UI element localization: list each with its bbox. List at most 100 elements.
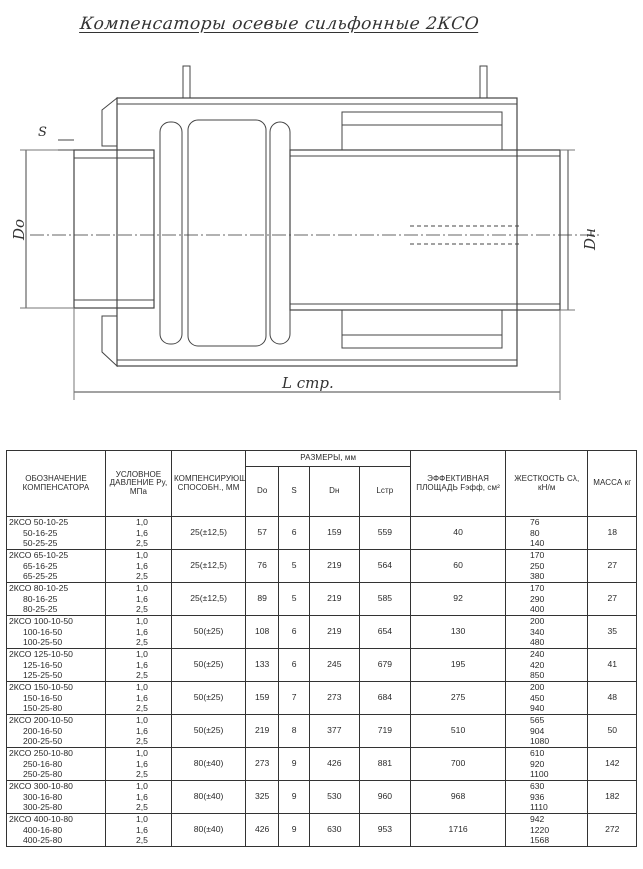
cell-stiffness-line: 904 bbox=[530, 725, 545, 736]
cell-pressure-line: 2,5 bbox=[135, 538, 148, 549]
cell-lstr: 679 bbox=[358, 648, 412, 682]
cell-pressure-line: 1,0 bbox=[135, 781, 148, 792]
cell-stiffness-line: 480 bbox=[530, 637, 545, 648]
cell-s: 5 bbox=[278, 582, 311, 616]
cell-do: 325 bbox=[245, 780, 280, 814]
cell-designation-line: 2КСО 65-10-25 bbox=[9, 550, 69, 561]
cell-mass: 182 bbox=[587, 780, 637, 814]
cell-pressure-line: 1,6 bbox=[135, 824, 148, 835]
cell-do: 108 bbox=[245, 615, 280, 649]
cell-s: 9 bbox=[278, 780, 311, 814]
cell-designation-line: 100-16-50 bbox=[23, 626, 63, 637]
cell-area: 92 bbox=[410, 582, 506, 616]
cell-stiffness-line: 170 bbox=[530, 583, 545, 594]
header-s: S bbox=[278, 466, 311, 517]
cell-designation-line: 2КСО 100-10-50 bbox=[9, 616, 73, 627]
label-s: S bbox=[38, 125, 47, 140]
cell-pressure-line: 2,5 bbox=[135, 835, 148, 846]
cell-stiffness-line: 170 bbox=[530, 550, 545, 561]
cell-stiffness-line: 940 bbox=[530, 703, 545, 714]
cell-mass: 142 bbox=[587, 747, 637, 781]
cell-s: 8 bbox=[278, 714, 311, 748]
cell-designation-line: 250-25-80 bbox=[23, 769, 63, 780]
cell-stiffness-line: 1568 bbox=[530, 835, 550, 846]
cell-designation-line: 300-25-80 bbox=[23, 802, 63, 813]
cell-designation-line: 2КСО 80-10-25 bbox=[9, 583, 69, 594]
cell-pressure-line: 1,6 bbox=[135, 593, 148, 604]
cell-stiffness-line: 936 bbox=[530, 791, 545, 802]
cell-lstr: 585 bbox=[358, 582, 412, 616]
cell-lstr: 654 bbox=[358, 615, 412, 649]
cell-designation-line: 2КСО 50-10-25 bbox=[9, 517, 69, 528]
cell-designation-line: 2КСО 250-10-80 bbox=[9, 748, 73, 759]
cell-lstr: 881 bbox=[358, 747, 412, 781]
cell-do: 426 bbox=[245, 813, 280, 847]
cell-pressure-line: 2,5 bbox=[135, 802, 148, 813]
cell-dn: 426 bbox=[309, 747, 360, 781]
cell-designation-line: 250-16-80 bbox=[23, 758, 63, 769]
cell-dn: 219 bbox=[309, 549, 360, 583]
spec-table: ОБОЗНАЧЕНИЕ КОМПЕНСАТОРА УСЛОВНОЕ ДАВЛЕН… bbox=[6, 450, 637, 847]
cell-dn: 245 bbox=[309, 648, 360, 682]
cell-s: 6 bbox=[278, 648, 311, 682]
cell-pressure-line: 1,0 bbox=[135, 550, 148, 561]
cell-stiffness-line: 630 bbox=[530, 781, 545, 792]
cell-area: 40 bbox=[410, 516, 506, 550]
cell-stiffness-line: 340 bbox=[530, 626, 545, 637]
cell-s: 5 bbox=[278, 549, 311, 583]
cell-do: 159 bbox=[245, 681, 280, 715]
cell-designation-line: 80-25-25 bbox=[23, 604, 58, 615]
cell-compensation: 25(±12,5) bbox=[170, 582, 247, 616]
cell-s: 6 bbox=[278, 516, 311, 550]
cell-pressure-line: 2,5 bbox=[135, 736, 148, 747]
cell-designation-line: 150-25-80 bbox=[23, 703, 63, 714]
cell-designation-line: 50-25-25 bbox=[23, 538, 58, 549]
cell-mass: 272 bbox=[587, 813, 637, 847]
label-lstr: L стр. bbox=[281, 374, 334, 392]
cell-designation-line: 100-25-50 bbox=[23, 637, 63, 648]
cell-pressure-line: 1,0 bbox=[135, 814, 148, 825]
cell-stiffness-line: 610 bbox=[530, 748, 545, 759]
cell-designation-line: 2КСО 125-10-50 bbox=[9, 649, 73, 660]
cell-compensation: 25(±12,5) bbox=[170, 516, 247, 550]
label-do: Dо bbox=[10, 219, 28, 241]
cell-area: 1716 bbox=[410, 813, 506, 847]
cell-designation-line: 65-25-25 bbox=[23, 571, 58, 582]
cell-area: 275 bbox=[410, 681, 506, 715]
cell-stiffness-line: 250 bbox=[530, 560, 545, 571]
cell-stiffness-line: 76 bbox=[530, 517, 540, 528]
document-title: Компенсаторы осевые сильфонные 2КСО bbox=[78, 14, 481, 34]
cell-dn: 377 bbox=[309, 714, 360, 748]
cell-mass: 41 bbox=[587, 648, 637, 682]
header-dn: Dн bbox=[309, 466, 360, 517]
cell-pressure-line: 1,6 bbox=[135, 758, 148, 769]
cell-pressure-line: 2,5 bbox=[135, 637, 148, 648]
cell-stiffness-line: 290 bbox=[530, 593, 545, 604]
cell-do: 273 bbox=[245, 747, 280, 781]
cell-designation-line: 200-16-50 bbox=[23, 725, 63, 736]
cell-designation-line: 200-25-50 bbox=[23, 736, 63, 747]
cell-stiffness-line: 1080 bbox=[530, 736, 550, 747]
